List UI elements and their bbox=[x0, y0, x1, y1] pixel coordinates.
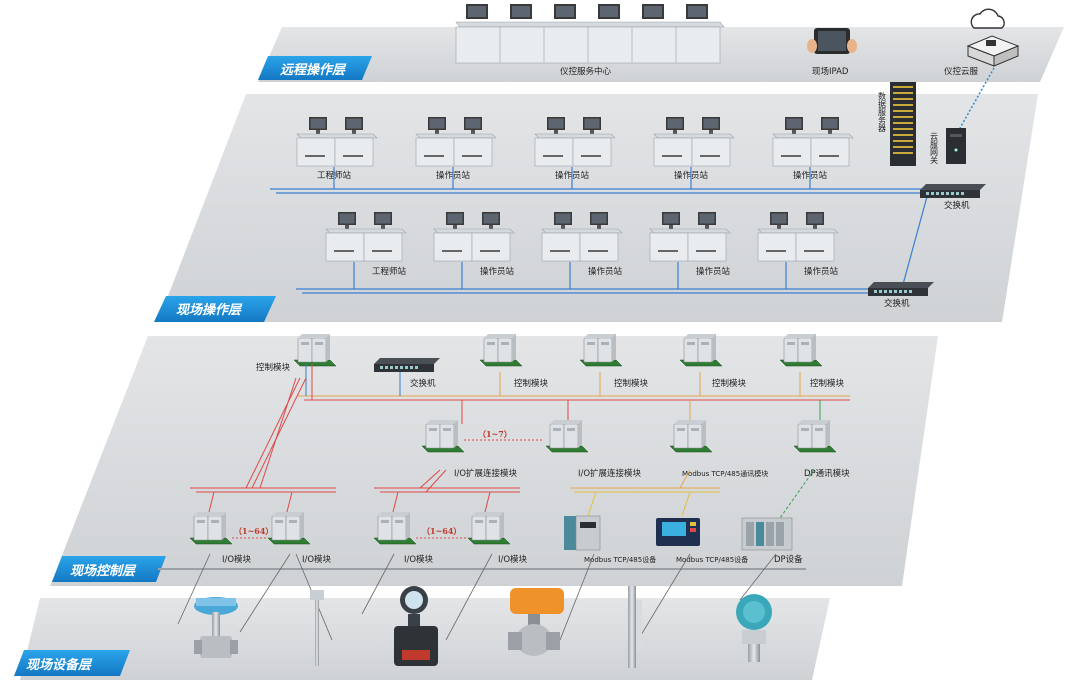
control-bus bbox=[245, 364, 850, 489]
io-module-icon bbox=[373, 511, 417, 545]
instrument-service-center: 仪控服务中心 bbox=[455, 4, 725, 77]
control-module-label: 控制模块 bbox=[614, 378, 649, 389]
io-count: （1~64） bbox=[422, 526, 461, 536]
modbus-device-icon bbox=[564, 515, 601, 551]
io-module-icon bbox=[467, 511, 511, 545]
data-server-label: 数据服务器 bbox=[878, 91, 887, 133]
remote-layer-title: 远程操作层 bbox=[258, 56, 372, 80]
device-links bbox=[177, 553, 777, 641]
server-rack-icon bbox=[890, 82, 916, 166]
workstation-label: 工程师站 bbox=[372, 266, 407, 277]
pressure-transmitter-icon bbox=[736, 594, 772, 662]
io-module-label: I/O模块 bbox=[404, 554, 434, 565]
workstation-label: 操作员站 bbox=[804, 266, 839, 277]
dp-device-label: DP设备 bbox=[774, 554, 803, 565]
io-expand-label: I/O扩展连接模块 bbox=[578, 468, 642, 479]
modbus-device-label: Modbus TCP/485设备 bbox=[676, 555, 748, 564]
operation-network-row1 bbox=[270, 167, 930, 289]
svg-text:现场设备层: 现场设备层 bbox=[26, 657, 93, 673]
control-module-icon bbox=[293, 333, 337, 367]
switch-label: 交换机 bbox=[410, 378, 436, 389]
expand-count: （1~7） bbox=[478, 429, 512, 439]
io-module-icon bbox=[267, 511, 311, 545]
io-module-icon bbox=[189, 511, 233, 545]
cloud-icon bbox=[970, 8, 1005, 29]
io-count: （1~64） bbox=[234, 526, 273, 536]
io-module-label: I/O模块 bbox=[498, 554, 528, 565]
io-expand-module-icon bbox=[545, 419, 589, 453]
ipad-label: 现场IPAD bbox=[812, 67, 849, 77]
switch-label: 交换机 bbox=[944, 200, 970, 211]
workstation-label: 操作员站 bbox=[588, 266, 623, 277]
io-bus bbox=[190, 469, 815, 519]
operation-network-row2 bbox=[296, 262, 876, 294]
cloud-label: 仪控云服 bbox=[944, 66, 979, 77]
control-module-label: 控制模块 bbox=[810, 378, 845, 389]
switch-label: 交换机 bbox=[884, 298, 910, 309]
hmi-panel-icon bbox=[656, 518, 700, 546]
field-device-layer-title: 现场设备层 bbox=[14, 650, 130, 676]
control-valve-icon bbox=[194, 597, 238, 658]
field-control-layer-title: 现场控制层 bbox=[52, 556, 166, 582]
level-gauge-icon bbox=[628, 586, 642, 668]
dp-comm-label: DP通讯模块 bbox=[804, 468, 850, 479]
control-module-label: 控制模块 bbox=[712, 378, 747, 389]
io-expand-module-icon bbox=[421, 419, 465, 453]
dp-comm-module-icon bbox=[793, 419, 837, 453]
thermocouple-icon bbox=[310, 590, 324, 666]
electromagnetic-flowmeter-icon bbox=[394, 586, 438, 666]
io-module-label: I/O模块 bbox=[302, 554, 332, 565]
svg-text:现场控制层: 现场控制层 bbox=[70, 563, 137, 579]
pneumatic-ball-valve-icon bbox=[508, 588, 564, 656]
modbus-device-label: Modbus TCP/485设备 bbox=[584, 555, 656, 564]
cloud-gateway-label: 云服网关 bbox=[930, 132, 939, 165]
control-module-icon bbox=[579, 333, 623, 367]
control-module-label: 控制模块 bbox=[514, 378, 549, 389]
control-module-icon bbox=[779, 333, 823, 367]
field-operation-layer-title: 现场操作层 bbox=[154, 296, 276, 322]
network-switch-icon bbox=[868, 282, 934, 296]
io-module-label: I/O模块 bbox=[222, 554, 252, 565]
network-switch-icon bbox=[374, 358, 440, 372]
cloud-server-box bbox=[966, 35, 1020, 67]
modbus-comm-label: Modbus TCP/485通讯模块 bbox=[682, 469, 768, 478]
control-module-icon bbox=[479, 333, 523, 367]
tablet-icon bbox=[807, 28, 857, 54]
network-switch-icon bbox=[920, 184, 986, 198]
workstation-label: 操作员站 bbox=[696, 266, 731, 277]
monitor-icon bbox=[466, 4, 708, 19]
workstation-label: 操作员站 bbox=[480, 266, 515, 277]
dp-device-icon bbox=[741, 517, 793, 551]
svg-text:远程操作层: 远程操作层 bbox=[280, 62, 347, 78]
modbus-comm-module-icon bbox=[669, 419, 713, 453]
cloud-gateway-icon bbox=[946, 128, 966, 164]
io-expand-label: I/O扩展连接模块 bbox=[454, 468, 518, 479]
control-module-icon bbox=[679, 333, 723, 367]
field-control-layer-panel bbox=[50, 336, 938, 586]
svg-text:现场操作层: 现场操作层 bbox=[176, 302, 243, 318]
control-module-label: 控制模块 bbox=[256, 362, 291, 373]
service-center-label: 仪控服务中心 bbox=[560, 66, 612, 77]
cloud-gateway-link bbox=[959, 67, 995, 129]
